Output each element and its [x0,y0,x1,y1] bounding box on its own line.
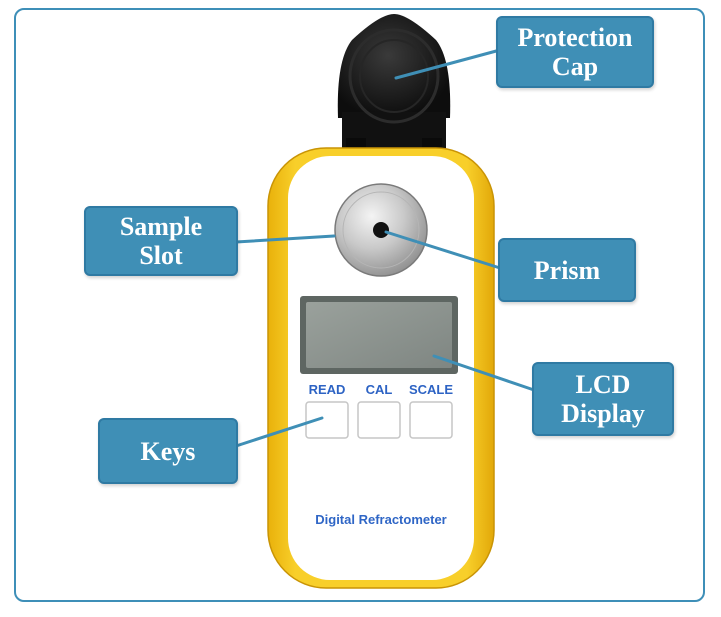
callout-protection-cap: Protection Cap [496,16,654,88]
callout-prism-line1: Prism [533,255,601,285]
callout-protection-cap-line1: Protection [517,23,633,52]
pointer-lcd-display [432,354,536,392]
key-label-read: READ [308,382,346,397]
sample-slot-illustration [334,183,428,277]
pointer-prism [384,230,502,270]
callout-keys-line1: Keys [140,436,196,466]
callout-pointers [234,48,536,448]
pointer-protection-cap [394,48,502,80]
lcd-display-illustration [300,296,458,374]
callout-sample-slot-line1: Sample [119,212,203,241]
callout-lcd-display-line1: LCD [575,370,631,399]
callout-sample-slot: Sample Slot [84,206,238,276]
device-brand-text: Digital Refractometer [315,512,447,527]
callout-prism: Prism [498,238,636,302]
prism-illustration [373,222,389,238]
callout-lcd-display: LCD Display [532,362,674,436]
callout-protection-cap-line2: Cap [551,52,599,81]
key-label-cal: CAL [365,382,393,397]
callout-sample-slot-line2: Slot [139,241,183,270]
protection-cap-illustration [337,14,451,162]
callout-keys: Keys [98,418,238,484]
keys-illustration [305,401,453,439]
pointer-sample-slot [234,234,336,244]
pointer-keys [234,416,324,448]
key-label-scale: SCALE [408,382,454,397]
callout-lcd-display-line2: Display [561,399,645,428]
